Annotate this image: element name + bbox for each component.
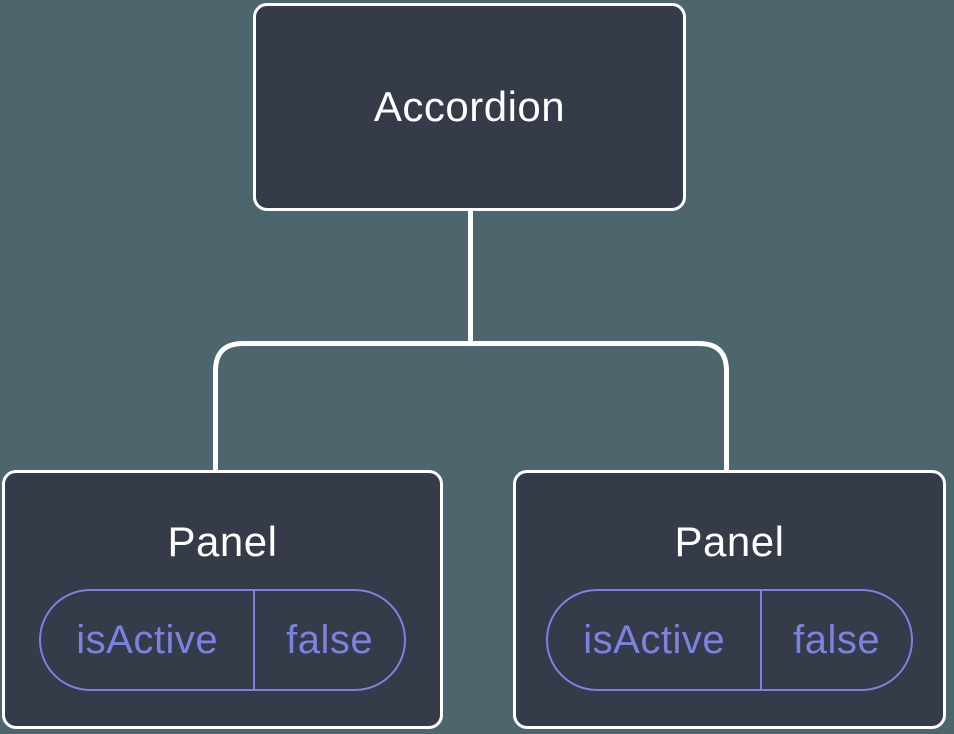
state-key: isActive bbox=[41, 591, 256, 689]
panel-label: Panel bbox=[167, 518, 278, 565]
state-pill: isActive false bbox=[546, 589, 913, 691]
state-pill: isActive false bbox=[39, 589, 406, 691]
state-key: isActive bbox=[548, 591, 763, 689]
accordion-label: Accordion bbox=[373, 83, 566, 130]
panel-node-left: Panel isActive false bbox=[2, 470, 443, 729]
accordion-node: Accordion bbox=[253, 3, 686, 211]
state-value: false bbox=[793, 618, 881, 662]
state-value: false bbox=[286, 618, 374, 662]
panel-label: Panel bbox=[674, 518, 785, 565]
connector-branch bbox=[213, 341, 729, 470]
panel-node-right: Panel isActive false bbox=[513, 470, 946, 729]
